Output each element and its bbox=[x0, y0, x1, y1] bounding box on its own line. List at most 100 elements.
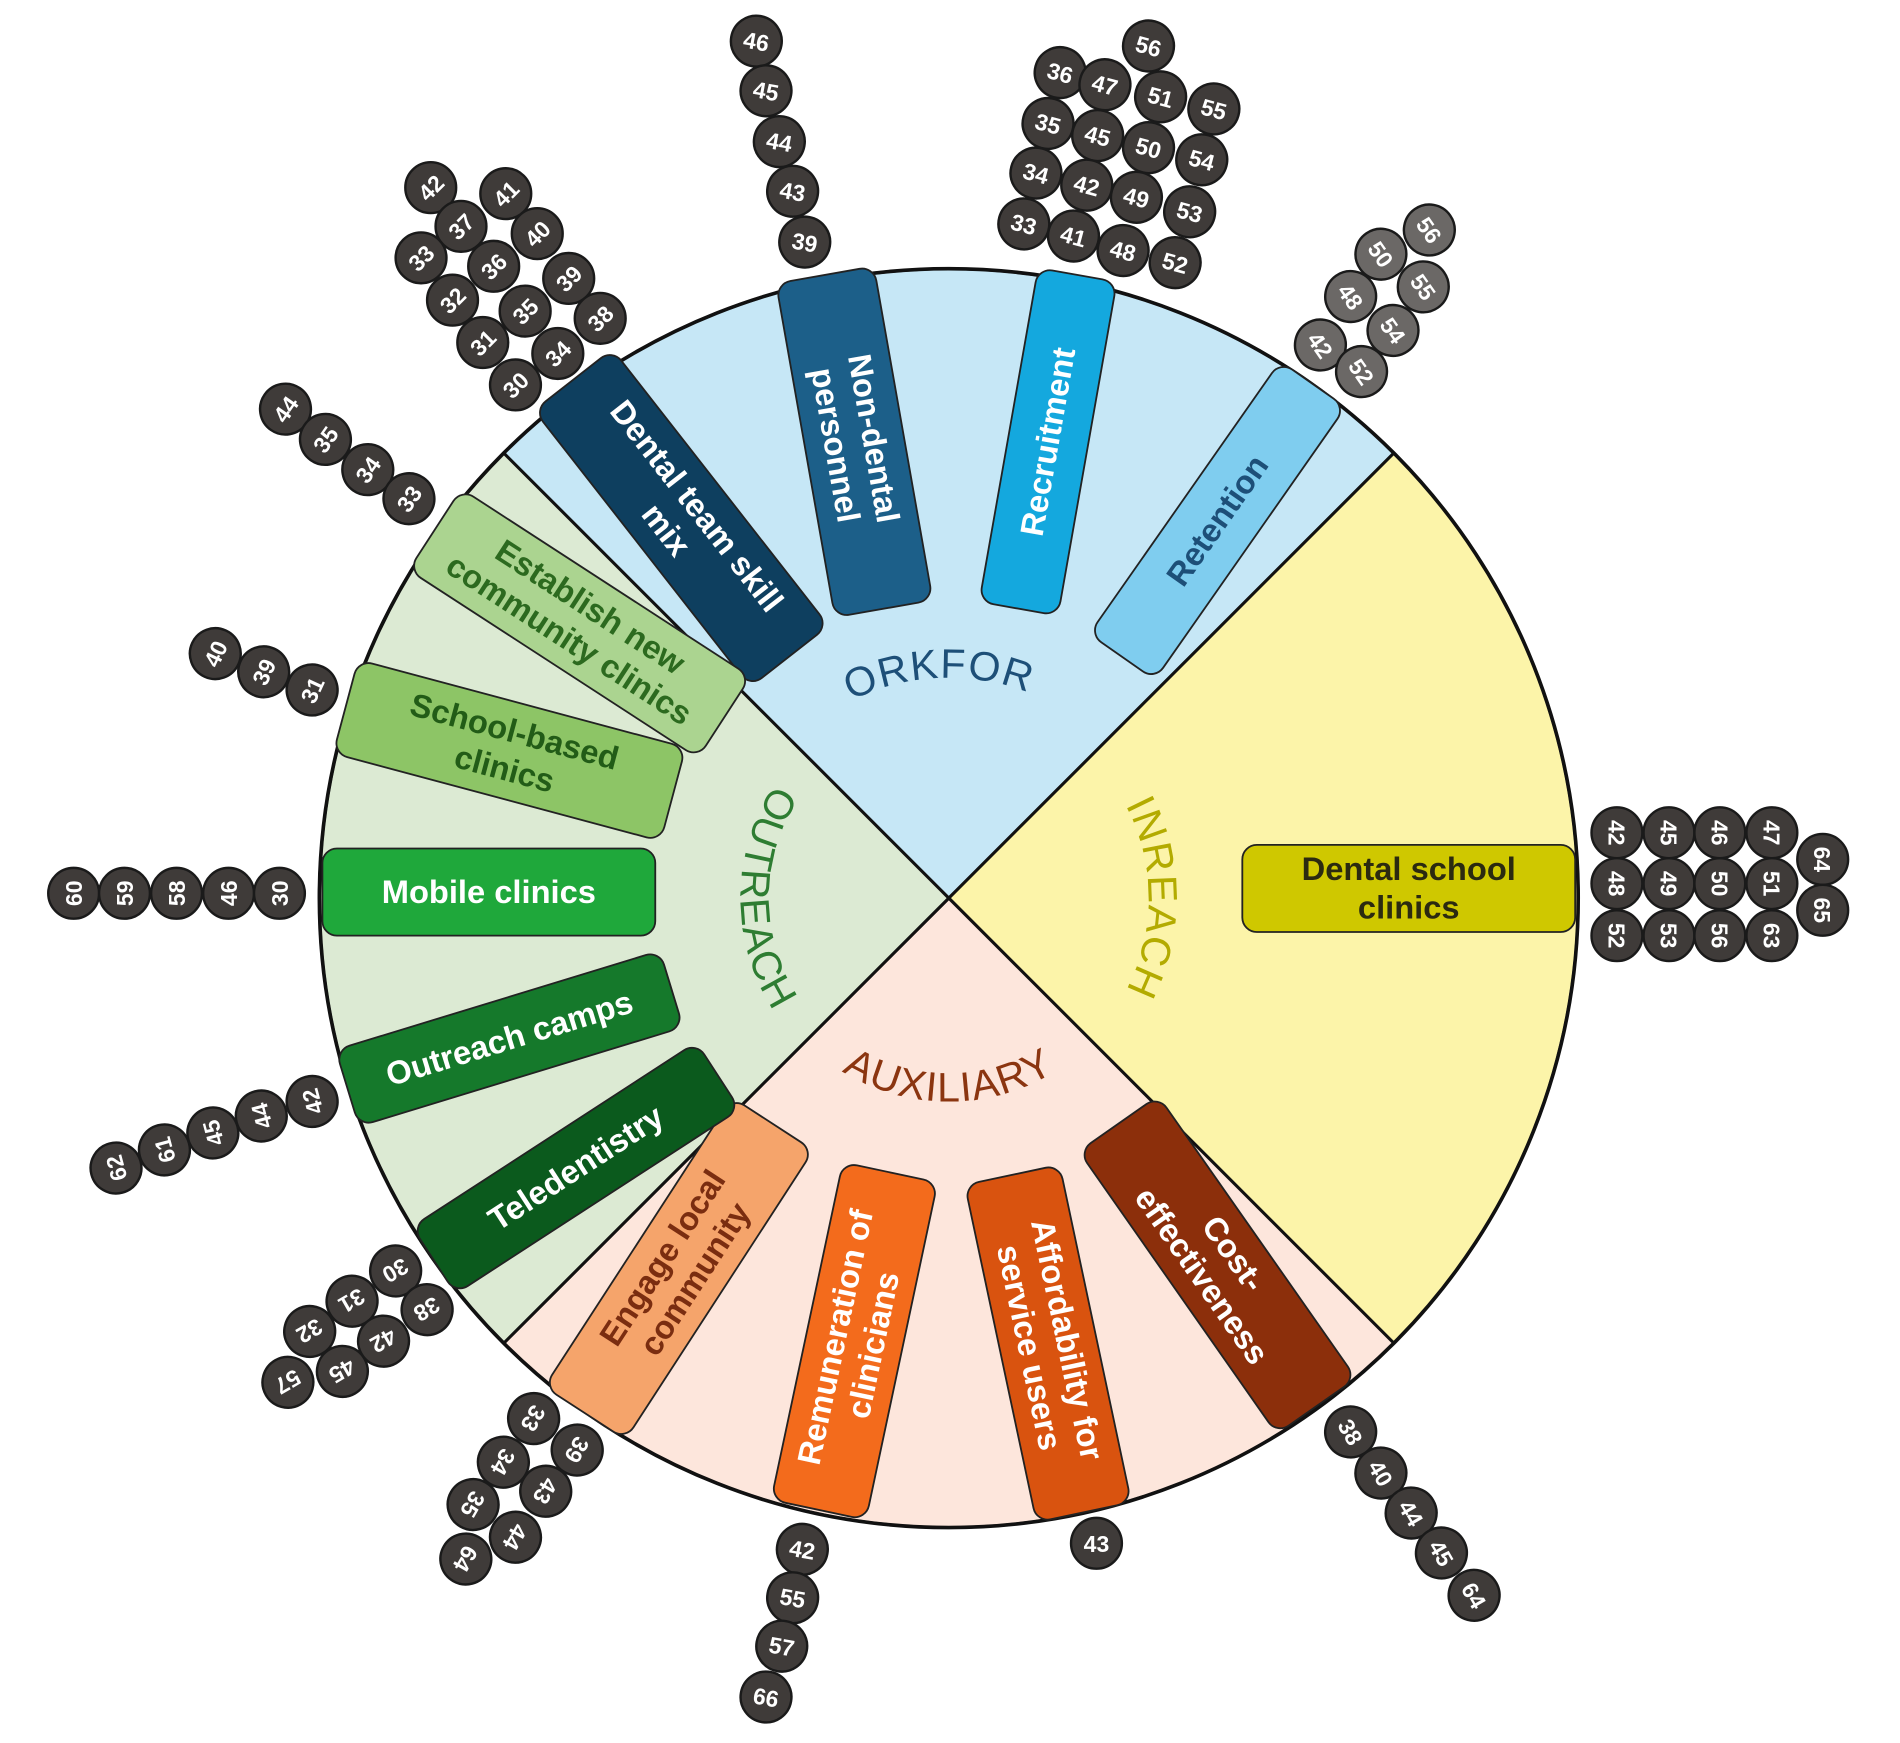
citation-bubble: 41 bbox=[479, 167, 533, 221]
citation-bubble: 43 bbox=[1069, 1516, 1124, 1570]
citation-bubble: 35 bbox=[298, 412, 353, 467]
citation-bubble: 30 bbox=[488, 358, 543, 412]
citation-bubble: 44 bbox=[752, 114, 806, 169]
citation-bubble: 48 bbox=[1096, 223, 1150, 278]
citation-bubble: 43 bbox=[519, 1464, 573, 1518]
citation-number: 48 bbox=[1603, 871, 1629, 897]
citation-number: 65 bbox=[1809, 897, 1835, 923]
citation-cluster: 43 bbox=[1069, 1516, 1124, 1570]
citation-bubble: 55 bbox=[766, 1571, 820, 1625]
strategy-box-bg bbox=[777, 267, 932, 616]
citation-bubble: 55 bbox=[1187, 82, 1241, 136]
citation-cluster: 46 45 44 43 39 bbox=[729, 14, 832, 269]
citation-number: 53 bbox=[1656, 923, 1682, 949]
citation-bubble: 38 bbox=[573, 291, 627, 345]
citation-bubble: 65 bbox=[1796, 883, 1850, 937]
citation-bubble: 42 bbox=[1293, 318, 1348, 372]
citation-number: 45 bbox=[751, 76, 781, 106]
wheel-outline bbox=[317, 266, 1581, 1530]
citation-number: 42 bbox=[1603, 820, 1629, 846]
citation-bubble: 33 bbox=[997, 197, 1051, 251]
citation-bubble: 31 bbox=[285, 663, 339, 717]
citation-bubble: 54 bbox=[1175, 133, 1229, 187]
citation-bubble: 51 bbox=[1133, 70, 1188, 124]
strategy-box: Recruitment bbox=[980, 269, 1116, 615]
strategy-label: Mobile clinics bbox=[382, 873, 596, 910]
citation-bubble: 52 bbox=[1334, 344, 1389, 399]
citation-bubble: 48 bbox=[1324, 269, 1378, 324]
strategy-box-bg bbox=[1083, 1100, 1352, 1430]
citation-number: 49 bbox=[1656, 871, 1682, 897]
citation-number: 43 bbox=[1084, 1531, 1110, 1557]
citation-bubble: 35 bbox=[498, 284, 552, 338]
citation-bubble: 39 bbox=[542, 251, 596, 306]
citation-bubble: 33 bbox=[506, 1391, 561, 1446]
strategy-box-bg bbox=[338, 953, 681, 1124]
citation-bubble: 34 bbox=[531, 326, 585, 381]
citation-bubble: 44 bbox=[234, 1089, 288, 1143]
citation-bubble: 35 bbox=[1021, 96, 1075, 151]
strategy-label: clinics bbox=[1358, 889, 1460, 926]
citation-bubble: 45 bbox=[739, 64, 793, 118]
citation-bubble: 50 bbox=[1354, 227, 1408, 281]
citation-bubble: 44 bbox=[1384, 1486, 1438, 1540]
citation-bubble: 39 bbox=[778, 215, 832, 269]
citation-bubble: 40 bbox=[188, 626, 242, 681]
citation-bubble: 64 bbox=[1447, 1568, 1501, 1622]
citation-bubble: 44 bbox=[258, 382, 313, 436]
citation-bubble: 53 bbox=[1163, 185, 1217, 239]
citation-bubble: 34 bbox=[1009, 146, 1063, 200]
citation-bubble: 45 bbox=[1071, 108, 1125, 163]
citation-bubble: 54 bbox=[1366, 303, 1420, 358]
citation-number: 59 bbox=[112, 880, 138, 906]
citation-bubble: 42 bbox=[1590, 806, 1644, 860]
citation-bubble: 41 bbox=[1046, 209, 1101, 263]
strategy-box-bg bbox=[548, 1102, 809, 1435]
citation-number: 43 bbox=[778, 177, 808, 207]
citation-bubble: 33 bbox=[394, 231, 448, 285]
citation-bubble: 64 bbox=[1796, 832, 1850, 887]
citation-number: 60 bbox=[61, 880, 87, 906]
citation-bubble: 56 bbox=[1121, 19, 1176, 73]
citation-bubble: 39 bbox=[550, 1423, 604, 1477]
strategy-box-bg bbox=[1094, 366, 1341, 675]
citation-bubble: 45 bbox=[186, 1106, 240, 1160]
citation-bubble: 55 bbox=[1396, 260, 1450, 314]
citation-bubble: 49 bbox=[1642, 856, 1696, 911]
strategy-label: Dental school bbox=[1302, 850, 1516, 887]
citation-bubble: 49 bbox=[1109, 170, 1164, 224]
citation-bubble: 39 bbox=[237, 645, 291, 699]
citation-number: 46 bbox=[1706, 820, 1732, 846]
citation-bubble: 57 bbox=[755, 1619, 809, 1673]
citation-bubble: 33 bbox=[382, 472, 436, 526]
strategy-box-bg bbox=[966, 1166, 1130, 1521]
citation-bubble: 45 bbox=[315, 1344, 369, 1399]
citation-number: 42 bbox=[787, 1535, 817, 1565]
strategy-box-bg bbox=[413, 493, 746, 754]
citation-bubble: 46 bbox=[729, 14, 783, 68]
citation-bubble: 42 bbox=[1060, 158, 1114, 212]
citation-bubble: 42 bbox=[285, 1074, 339, 1129]
citation-number: 51 bbox=[1758, 871, 1784, 897]
citation-bubble: 30 bbox=[368, 1244, 423, 1298]
citation-bubble: 38 bbox=[400, 1283, 454, 1337]
citation-bubble: 51 bbox=[1745, 856, 1799, 911]
citation-bubble: 64 bbox=[439, 1532, 493, 1586]
citation-number: 64 bbox=[1809, 847, 1835, 873]
citation-bubble: 46 bbox=[1693, 806, 1747, 860]
citation-number: 39 bbox=[790, 228, 820, 258]
strategy-box-bg bbox=[335, 662, 684, 839]
citation-bubble: 50 bbox=[1121, 121, 1176, 175]
citation-bubble: 44 bbox=[488, 1510, 543, 1564]
citation-bubble: 35 bbox=[446, 1477, 500, 1532]
citation-number: 46 bbox=[741, 27, 771, 57]
citation-bubble: 47 bbox=[1078, 58, 1132, 112]
